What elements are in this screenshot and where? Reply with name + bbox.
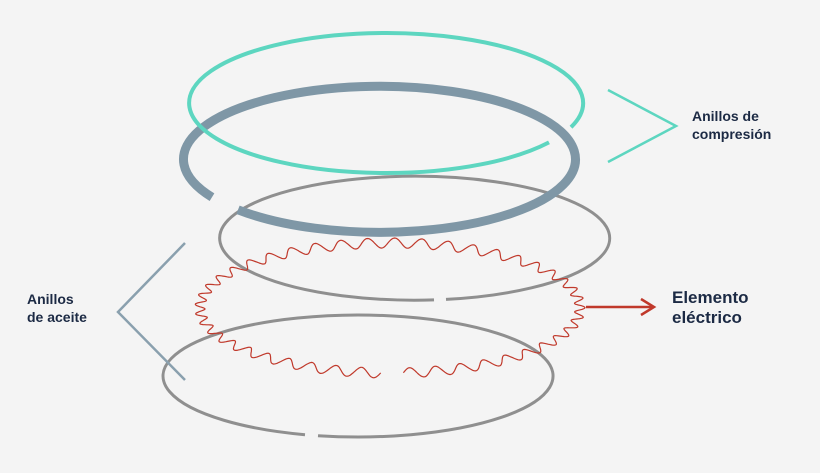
heating-element-arrow bbox=[586, 297, 657, 317]
heating-element-label: Elemento eléctrico bbox=[672, 288, 749, 327]
oil-ring-upper bbox=[218, 174, 612, 302]
compression-ring-second bbox=[179, 81, 580, 237]
compression-ring-top bbox=[187, 31, 586, 176]
compression-bracket bbox=[607, 88, 679, 164]
oil-rings-label: Anillos de aceite bbox=[27, 291, 87, 325]
oil-ring-lower bbox=[161, 313, 555, 439]
heating-element-wire bbox=[194, 237, 586, 379]
oil-bracket bbox=[116, 242, 186, 381]
compression-rings-label: Anillos de compresión bbox=[692, 108, 772, 142]
